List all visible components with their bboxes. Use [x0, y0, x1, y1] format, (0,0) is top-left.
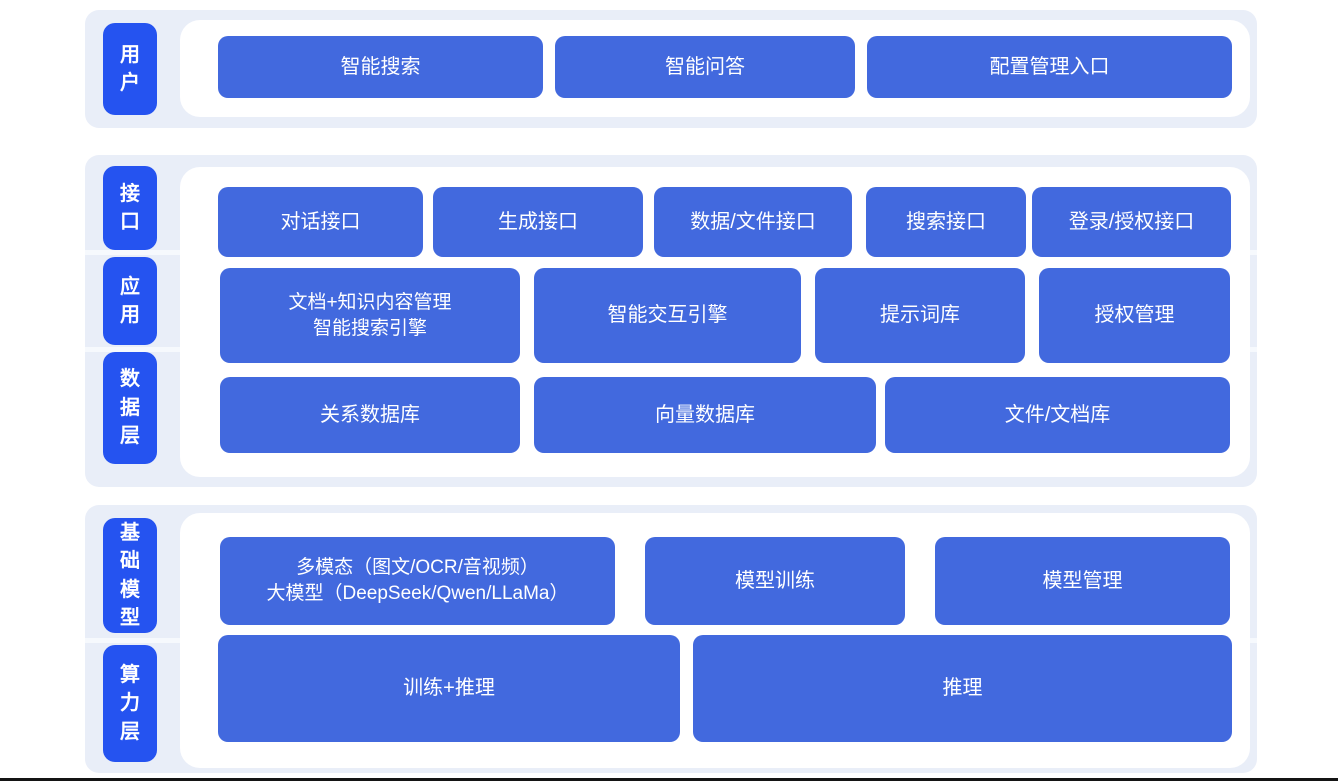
layer-label-interface: 接口 — [103, 166, 157, 250]
layer-label-user-text: 用户 — [120, 43, 140, 94]
box-smart-qa: 智能问答 — [555, 36, 855, 98]
box-multimodal-llm: 多模态（图文/OCR/音视频） 大模型（DeepSeek/Qwen/LLaMa） — [220, 537, 615, 625]
box-file-doc-store: 文件/文档库 — [885, 377, 1230, 453]
box-auth-management: 授权管理 — [1039, 268, 1230, 363]
layer-label-data: 数据层 — [103, 352, 157, 464]
box-data-file-interface: 数据/文件接口 — [654, 187, 852, 257]
box-generation-interface: 生成接口 — [433, 187, 643, 257]
box-prompt-library: 提示词库 — [815, 268, 1025, 363]
box-vector-db: 向量数据库 — [534, 377, 876, 453]
box-dialog-interface: 对话接口 — [218, 187, 423, 257]
bottom-border-line — [0, 778, 1338, 781]
layer-label-base-model: 基础模型 — [103, 518, 157, 633]
layer-label-compute-text: 算力层 — [120, 663, 140, 743]
layer-label-application-text: 应用 — [120, 275, 140, 326]
layer-label-application: 应用 — [103, 257, 157, 345]
box-training-inference: 训练+推理 — [218, 635, 680, 742]
layer-label-base-model-text: 基础模型 — [120, 521, 140, 629]
layer-label-user: 用户 — [103, 23, 157, 115]
box-login-auth-interface: 登录/授权接口 — [1032, 187, 1231, 257]
layer-label-compute: 算力层 — [103, 645, 157, 762]
box-config-entry: 配置管理入口 — [867, 36, 1232, 98]
layer-label-interface-text: 接口 — [120, 182, 140, 233]
box-doc-knowledge-search-engine: 文档+知识内容管理 智能搜索引擎 — [220, 268, 520, 363]
box-inference: 推理 — [693, 635, 1232, 742]
box-search-interface: 搜索接口 — [866, 187, 1026, 257]
layer-label-data-text: 数据层 — [120, 368, 140, 448]
box-smart-interaction-engine: 智能交互引擎 — [534, 268, 801, 363]
box-model-management: 模型管理 — [935, 537, 1230, 625]
box-model-training: 模型训练 — [645, 537, 905, 625]
box-relational-db: 关系数据库 — [220, 377, 520, 453]
box-smart-search: 智能搜索 — [218, 36, 543, 98]
